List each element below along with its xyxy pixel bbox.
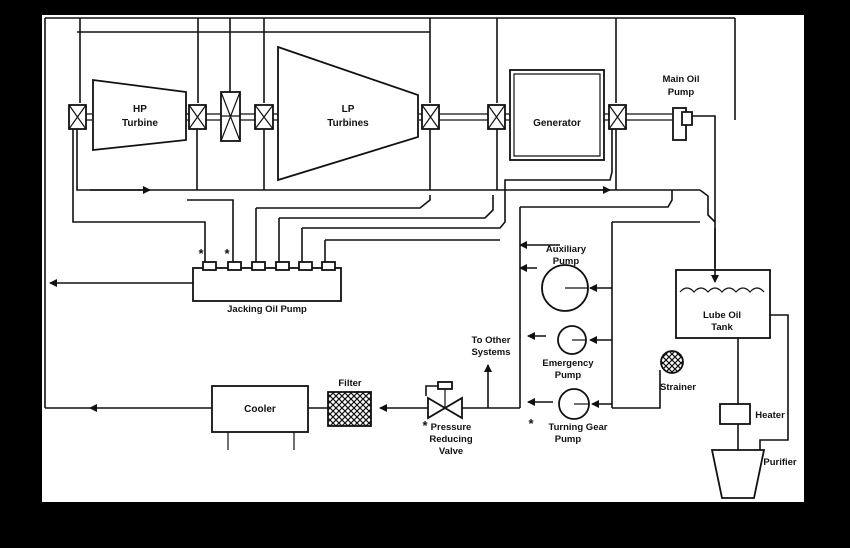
asterisk-jacking-1: * bbox=[198, 246, 204, 261]
strainer-label: Strainer bbox=[660, 382, 696, 393]
filter-label: Filter bbox=[338, 378, 362, 389]
auxiliary-pump-label-2: Pump bbox=[553, 256, 580, 267]
lube-oil-tank: Lube Oil Tank bbox=[675, 228, 771, 339]
hp-turbine-label-1: HP bbox=[133, 104, 147, 115]
valve-label-2: Reducing bbox=[429, 434, 472, 445]
pump-discharge-header bbox=[519, 190, 700, 409]
purifier-label: Purifier bbox=[763, 457, 797, 468]
main-oil-pump-label-1: Main Oil bbox=[663, 74, 700, 85]
cooler-label: Cooler bbox=[244, 404, 276, 415]
top-supply-pipes bbox=[44, 17, 736, 408]
bearing-6 bbox=[608, 104, 627, 130]
hp-turbine-label-2: Turbine bbox=[122, 118, 158, 129]
to-other-systems: To Other Systems bbox=[471, 335, 510, 358]
emergency-pump: Emergency Pump bbox=[542, 325, 594, 381]
jacking-oil-pump-label: Jacking Oil Pump bbox=[227, 304, 307, 315]
lube-oil-tank-label-1: Lube Oil bbox=[703, 310, 741, 321]
turning-gear-pump: * Turning Gear Pump bbox=[528, 388, 608, 445]
generator-label: Generator bbox=[533, 118, 581, 129]
main-oil-pump: Main Oil Pump bbox=[663, 74, 716, 268]
main-oil-pump-label-2: Pump bbox=[668, 87, 695, 98]
bearing-drain-lines bbox=[76, 129, 716, 223]
asterisk-jacking-2: * bbox=[224, 246, 230, 261]
bearing-2 bbox=[188, 104, 207, 130]
bearing-4 bbox=[421, 104, 440, 130]
to-other-systems-label-2: Systems bbox=[471, 347, 510, 358]
strainer: Strainer bbox=[660, 350, 696, 393]
turning-gear-pump-label-1: Turning Gear bbox=[549, 422, 608, 433]
bearing-3 bbox=[254, 104, 274, 130]
lube-oil-tank-label-2: Tank bbox=[711, 322, 733, 333]
lp-turbines-label-2: Turbines bbox=[327, 118, 369, 129]
generator: Generator bbox=[509, 69, 605, 161]
bearing-5 bbox=[487, 104, 506, 130]
bottom-supply-line bbox=[45, 364, 520, 412]
heater-label: Heater bbox=[755, 410, 785, 421]
lp-turbines-label-1: LP bbox=[342, 104, 355, 115]
auxiliary-pump: Auxiliary Pump bbox=[541, 244, 589, 312]
pressure-reducing-valve: * Pressure Reducing Valve bbox=[422, 381, 473, 457]
jacking-oil-lines bbox=[72, 129, 613, 262]
emergency-pump-label-1: Emergency bbox=[542, 358, 594, 369]
turning-gear-pump-label-2: Pump bbox=[555, 434, 582, 445]
hp-turbine: HP Turbine bbox=[92, 78, 187, 152]
jacking-oil-pump: * * Jacking Oil Pump bbox=[49, 246, 342, 315]
emergency-pump-label-2: Pump bbox=[555, 370, 582, 381]
asterisk-turning-gear: * bbox=[528, 416, 534, 431]
coupling bbox=[220, 91, 241, 142]
to-other-systems-label-1: To Other bbox=[472, 335, 511, 346]
filter: Filter bbox=[327, 378, 372, 427]
asterisk-valve: * bbox=[422, 418, 428, 433]
lp-turbines: LP Turbines bbox=[277, 45, 419, 182]
auxiliary-pump-label-1: Auxiliary bbox=[546, 244, 587, 255]
valve-label-3: Valve bbox=[439, 446, 463, 457]
bearing-1 bbox=[68, 104, 87, 130]
cooler: Cooler bbox=[211, 385, 309, 450]
valve-label-1: Pressure bbox=[431, 422, 472, 433]
heater-purifier-loop: Heater Purifier bbox=[710, 314, 797, 499]
